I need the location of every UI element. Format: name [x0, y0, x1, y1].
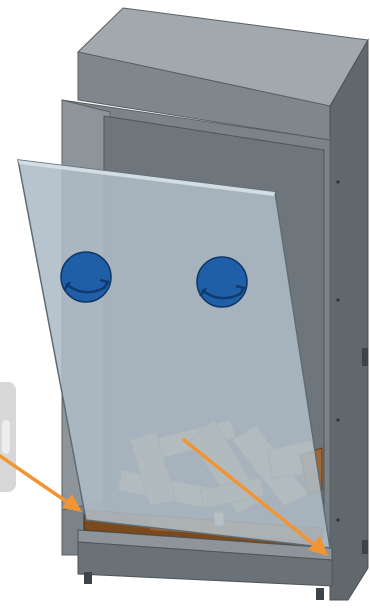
bolt-hole [336, 180, 339, 183]
bolt-hole [336, 298, 339, 301]
cabinet-side [330, 40, 368, 600]
foot [316, 588, 324, 600]
suction-cup-icon [61, 252, 111, 302]
side-latch [362, 348, 368, 366]
foot [84, 572, 92, 584]
suction-cup-icon [197, 257, 247, 307]
bolt-hole [336, 418, 339, 421]
side-latch [362, 540, 368, 554]
bolt-hole [336, 518, 339, 521]
